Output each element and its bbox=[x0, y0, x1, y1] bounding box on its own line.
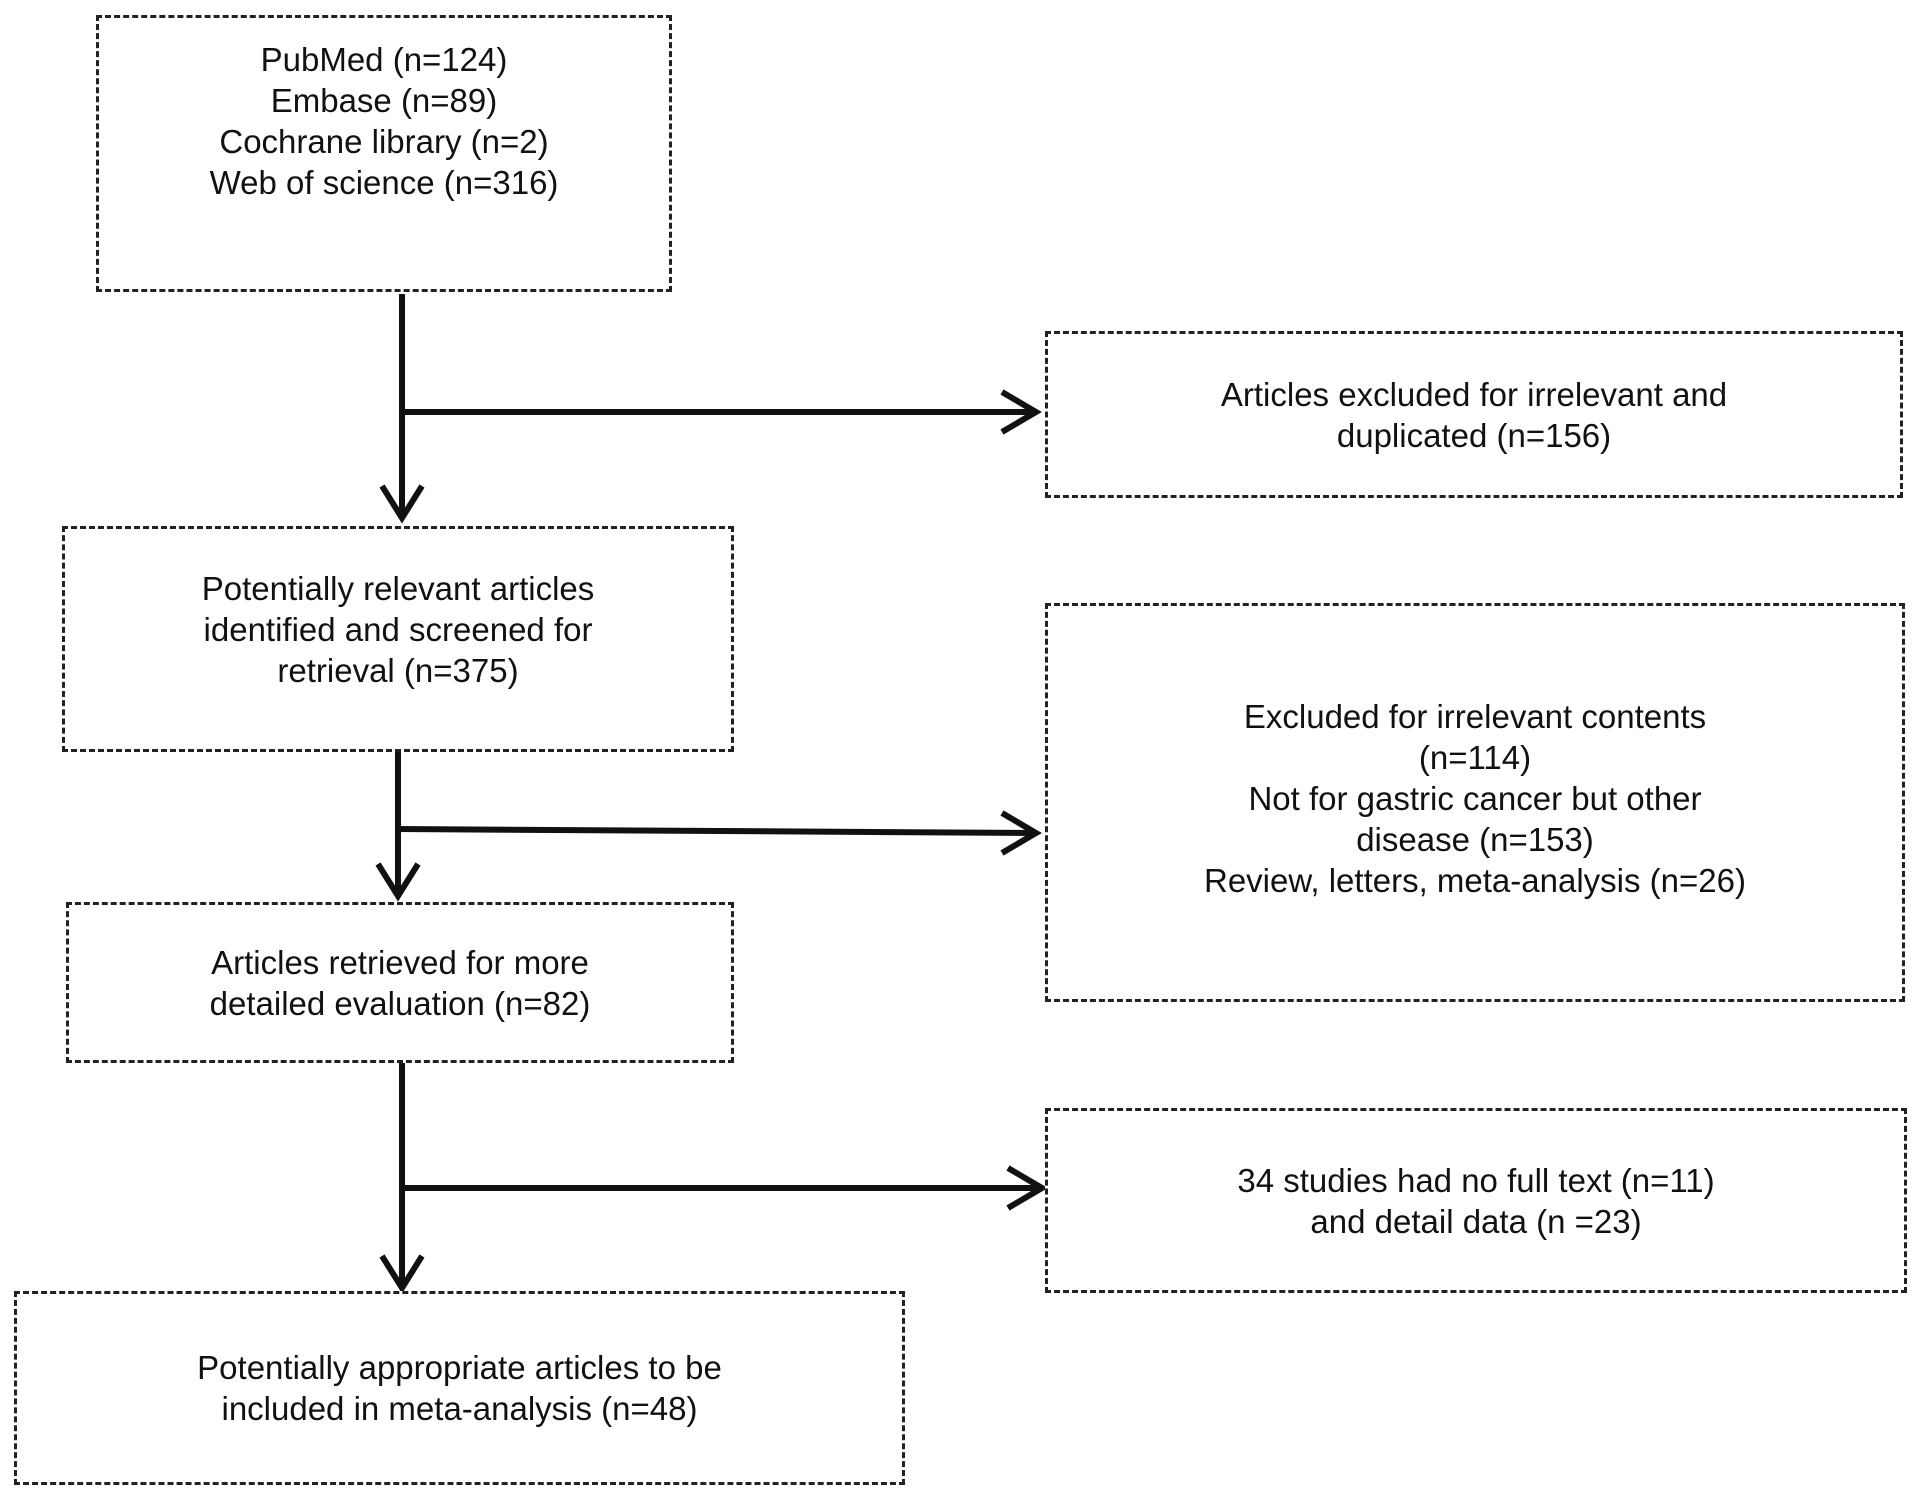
screened-text-3: retrieval (n=375) bbox=[277, 651, 519, 689]
excluded-contents-text-5: Review, letters, meta-analysis (n=26) bbox=[1204, 862, 1746, 899]
excluded-contents-text-1: Excluded for irrelevant contents bbox=[1243, 698, 1707, 735]
no-full-text-text-2: and detail data (n =23) bbox=[1310, 1202, 1642, 1240]
arrowhead-no-full-text bbox=[1006, 1165, 1048, 1211]
screened-box: Potentially relevant articles identified… bbox=[62, 526, 734, 752]
arrowhead-retrieved bbox=[375, 862, 421, 902]
arrowhead-screened bbox=[379, 484, 425, 524]
excluded-contents-box: Excluded for irrelevant contents (n=114)… bbox=[1045, 603, 1905, 1002]
screened-text-1: Potentially relevant articles bbox=[201, 569, 595, 607]
source-cochrane: Cochrane library (n=2) bbox=[219, 123, 549, 160]
source-embase: Embase (n=89) bbox=[270, 82, 498, 119]
arrowhead-included bbox=[379, 1254, 425, 1294]
retrieved-box: Articles retrieved for more detailed eva… bbox=[66, 902, 734, 1063]
included-text-1: Potentially appropriate articles to be bbox=[197, 1349, 722, 1386]
screened-text-2: identified and screened for bbox=[203, 610, 593, 648]
excluded-contents-text-2: (n=114) bbox=[1418, 739, 1532, 776]
excluded-duplicates-box: Articles excluded for irrelevant and dup… bbox=[1045, 331, 1903, 498]
arrow-to-excluded-contents bbox=[397, 826, 1035, 836]
excluded-contents-text-3: Not for gastric cancer but other bbox=[1248, 780, 1702, 817]
excluded-duplicates-text-2: duplicated (n=156) bbox=[1336, 416, 1612, 454]
no-full-text-box: 34 studies had no full text (n=11) and d… bbox=[1045, 1108, 1907, 1293]
included-box: Potentially appropriate articles to be i… bbox=[14, 1291, 905, 1485]
retrieved-text-2: detailed evaluation (n=82) bbox=[209, 984, 591, 1022]
arrowhead-excluded-contents bbox=[1000, 810, 1042, 856]
included-text-2: included in meta-analysis (n=48) bbox=[221, 1390, 698, 1427]
excluded-duplicates-text-1: Articles excluded for irrelevant and bbox=[1220, 375, 1728, 413]
sources-box: PubMed (n=124) Embase (n=89) Cochrane li… bbox=[96, 15, 672, 292]
source-pubmed: PubMed (n=124) bbox=[260, 41, 508, 78]
excluded-contents-text-4: disease (n=153) bbox=[1356, 821, 1594, 858]
arrowhead-excluded-duplicates bbox=[1000, 389, 1042, 435]
source-web-of-science: Web of science (n=316) bbox=[209, 164, 559, 201]
no-full-text-text-1: 34 studies had no full text (n=11) bbox=[1237, 1161, 1715, 1199]
retrieved-text-1: Articles retrieved for more bbox=[211, 943, 589, 981]
